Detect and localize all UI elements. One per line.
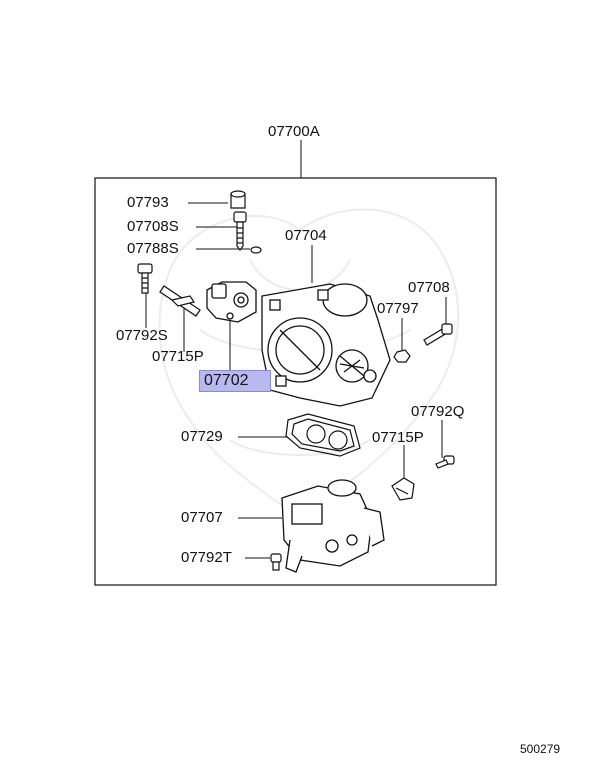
part-label[interactable]: 07707 xyxy=(181,509,223,526)
part-07715p-clip-left xyxy=(159,285,201,317)
part-07797-nut xyxy=(393,349,411,363)
part-07704-throttle-body xyxy=(261,283,391,407)
part-label[interactable]: 07708S xyxy=(127,218,179,235)
part-label[interactable]: 07792Q xyxy=(411,403,465,420)
part-07792s-screw xyxy=(137,263,153,294)
part-label[interactable]: 07793 xyxy=(127,194,169,211)
part-07708-bolt xyxy=(423,323,453,346)
part-07729-gasket xyxy=(285,413,361,457)
part-07707-iac-body xyxy=(281,479,385,573)
part-label[interactable]: 07797 xyxy=(377,300,419,317)
part-07702-sensor xyxy=(206,281,257,323)
part-07715p-clip-right xyxy=(391,477,415,501)
part-07792t-screw xyxy=(270,553,282,571)
document-number: 500279 xyxy=(520,742,561,756)
part-label[interactable]: 07715P xyxy=(152,348,204,365)
part-label[interactable]: 07729 xyxy=(181,428,223,445)
assembly-frame xyxy=(94,177,497,586)
highlighted-part-label[interactable]: 07702 xyxy=(199,370,271,392)
part-label[interactable]: 07788S xyxy=(127,240,179,257)
part-07792q-screw xyxy=(435,455,455,469)
part-label[interactable]: 07792T xyxy=(181,549,232,566)
part-07793-cap xyxy=(230,190,246,209)
part-label[interactable]: 07792S xyxy=(116,327,168,344)
part-label[interactable]: 07704 xyxy=(285,227,327,244)
part-label[interactable]: 07715P xyxy=(372,429,424,446)
part-07708s-screw xyxy=(233,211,247,251)
part-label[interactable]: 07708 xyxy=(408,279,450,296)
assembly-label: 07700A xyxy=(268,123,320,140)
part-07788s-oring xyxy=(250,246,262,254)
